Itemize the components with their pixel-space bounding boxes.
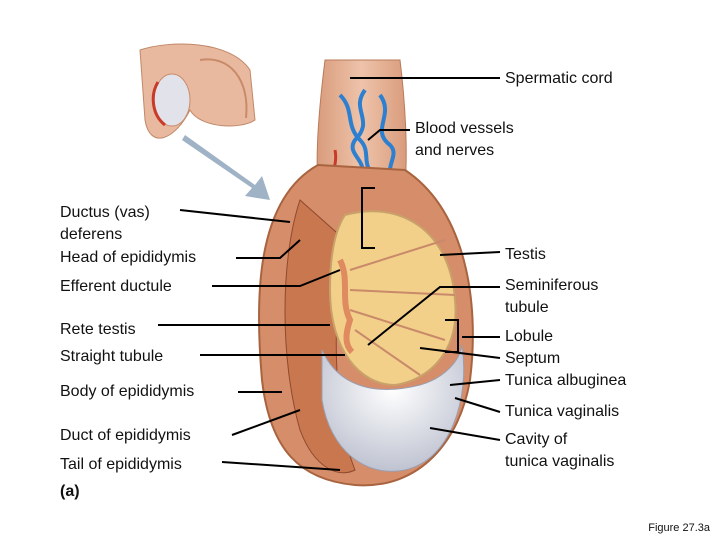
label-seminiferous-tubule: Seminiferous tubule (505, 277, 599, 316)
testis (328, 210, 457, 387)
label-tail-epididymis: Tail of epididymis (60, 456, 182, 473)
label-duct-epididymis: Duct of epididymis (60, 427, 191, 444)
inset-illustration (139, 43, 256, 139)
rete-testis (337, 258, 355, 355)
arrow-icon (182, 135, 270, 200)
figure-caption: Figure 27.3a (648, 522, 710, 534)
leader-lines (158, 77, 501, 471)
label-lobule: Lobule (505, 328, 554, 345)
label-cavity-tunica-vaginalis: Cavity of tunica vaginalis (505, 431, 615, 470)
label-head-epididymis: Head of epididymis (60, 249, 197, 266)
label-blood-vessels: Blood vessels and nerves (415, 120, 514, 159)
label-testis: Testis (505, 246, 546, 263)
label-tunica-albuginea: Tunica albuginea (505, 372, 627, 389)
label-tunica-vaginalis: Tunica vaginalis (505, 403, 620, 420)
testis-bracket (361, 187, 375, 249)
panel-label: (a) (60, 483, 80, 500)
label-efferent-ductule: Efferent ductule (60, 278, 172, 295)
spermatic-cord (316, 59, 407, 186)
label-spermatic-cord: Spermatic cord (505, 70, 613, 87)
label-straight-tubule: Straight tubule (60, 348, 164, 365)
label-septum: Septum (505, 350, 561, 367)
label-rete-testis: Rete testis (60, 321, 136, 338)
label-ductus-deferens: Ductus (vas) deferens (60, 204, 150, 243)
label-body-epididymis: Body of epididymis (60, 383, 195, 400)
septa (349, 239, 456, 376)
tunica-vaginalis-cavity (321, 344, 465, 472)
